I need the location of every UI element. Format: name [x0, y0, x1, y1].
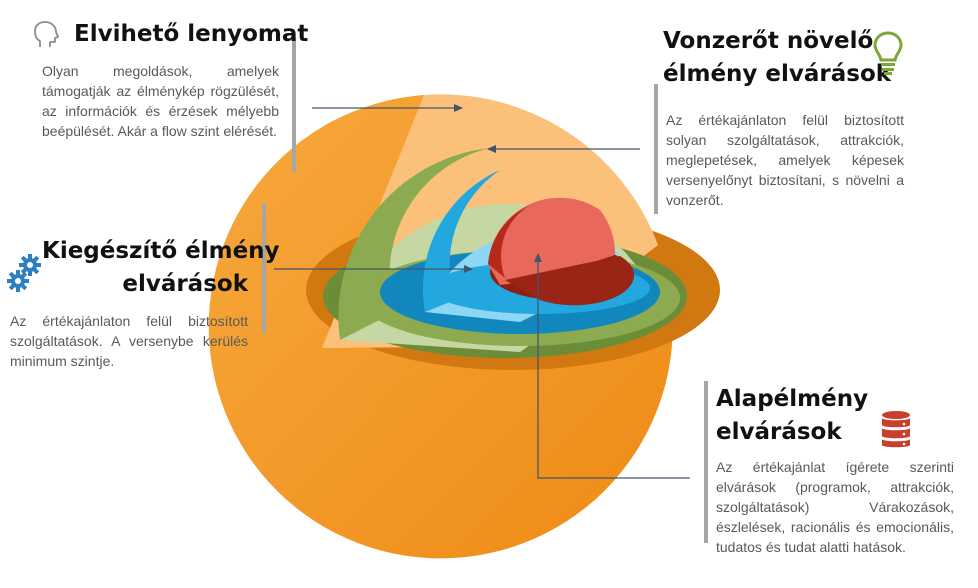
head-profile-icon [34, 21, 59, 47]
bottom-right-title-line2: elvárások [716, 419, 842, 445]
database-icon [882, 411, 910, 448]
connector-line-bottom-right [534, 253, 690, 479]
mid-left-divider [262, 203, 266, 333]
top-left-divider [292, 38, 296, 172]
top-right-title-line2: élmény elvárások [663, 61, 892, 87]
top-right-title-line1: Vonzerőt növelő [663, 28, 874, 54]
bottom-right-divider [704, 381, 708, 543]
core-front [488, 197, 616, 285]
mid-left-text: Az értékajánlaton felül biztosított szol… [10, 313, 248, 369]
top-right-text: Az értékajánlaton felül biztosított soly… [666, 112, 904, 208]
lightbulb-icon [873, 31, 903, 75]
core-shadow [488, 205, 530, 278]
mid-left-title-line2: elvárások [122, 271, 248, 297]
top-right-divider [654, 84, 658, 214]
mid-left-title-line1: Kiegészítő élmény [42, 238, 280, 264]
top-left-title: Elvihető lenyomat [74, 21, 309, 47]
core-cut-top [505, 256, 635, 306]
bottom-right-title-line1: Alapélmény [716, 386, 869, 412]
top-left-text: Olyan megoldások, amelyek támogatják az … [42, 63, 279, 139]
gears-icon [7, 254, 41, 292]
bottom-right-text: Az értékajánlat ígérete szerinti elvárás… [716, 459, 954, 555]
